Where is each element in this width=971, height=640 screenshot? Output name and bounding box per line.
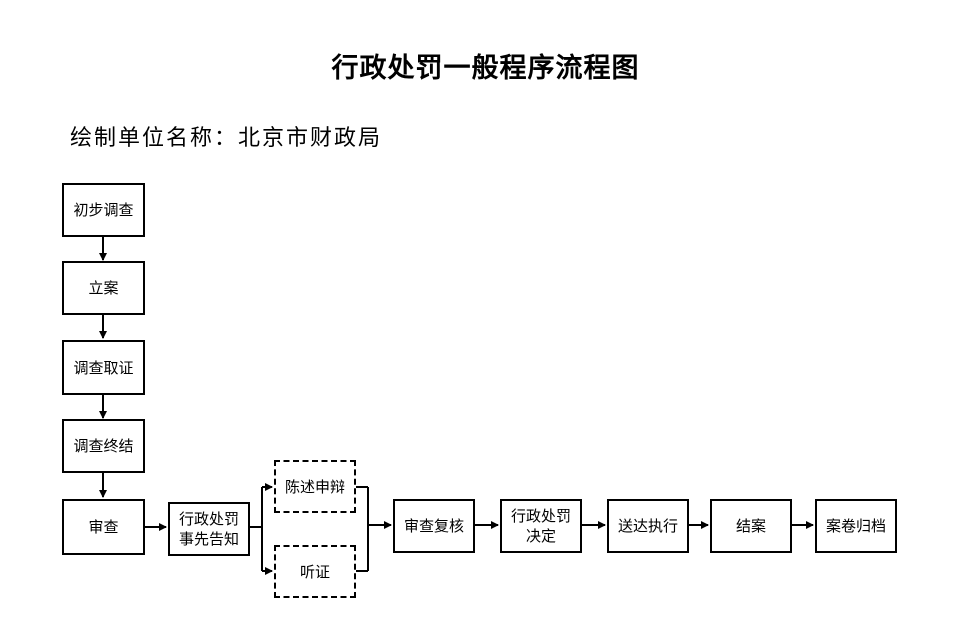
step-label: 听证 (299, 562, 330, 581)
step-label: 陈述申辩 (284, 477, 345, 496)
step-case-filing: 立案 (62, 261, 145, 315)
step-investigation-conclusion: 调查终结 (62, 419, 145, 473)
step-label-line-1: 行政处罚 (510, 507, 571, 525)
step-label: 结案 (735, 517, 766, 535)
step-case-closure: 结案 (710, 499, 792, 553)
drafting-unit-name: 北京市财政局 (238, 126, 383, 151)
step-label: 审查复核 (403, 517, 464, 535)
step-label-line-2: 事先告知 (178, 530, 239, 548)
step-label: 初步调查 (73, 201, 134, 219)
step-label-line-2: 决定 (525, 527, 556, 545)
step-label: 送达执行 (617, 517, 678, 535)
step-hearing: 听证 (274, 545, 356, 598)
step-label: 立案 (88, 279, 119, 297)
drafting-unit-label: 绘制单位名称： (70, 126, 239, 151)
step-decision: 行政处罚 决定 (500, 499, 582, 553)
step-review: 审查 (62, 499, 145, 555)
step-archiving: 案卷归档 (815, 499, 897, 553)
step-label-line-1: 行政处罚 (178, 510, 239, 528)
page-title: 行政处罚一般程序流程图 (331, 53, 640, 84)
step-delivery-execution: 送达执行 (607, 499, 689, 553)
step-label: 调查取证 (73, 358, 134, 377)
step-evidence-collection: 调查取证 (62, 340, 145, 395)
step-label: 调查终结 (73, 437, 134, 455)
step-prior-notice: 行政处罚 事先告知 (168, 502, 250, 556)
step-label: 审查 (88, 518, 119, 536)
step-re-review: 审查复核 (393, 499, 475, 553)
step-statement-defense: 陈述申辩 (274, 460, 356, 513)
step-label: 案卷归档 (825, 517, 886, 535)
step-initial-investigation: 初步调查 (62, 183, 145, 237)
drafting-unit: 绘制单位名称：北京市财政局 (70, 120, 382, 152)
